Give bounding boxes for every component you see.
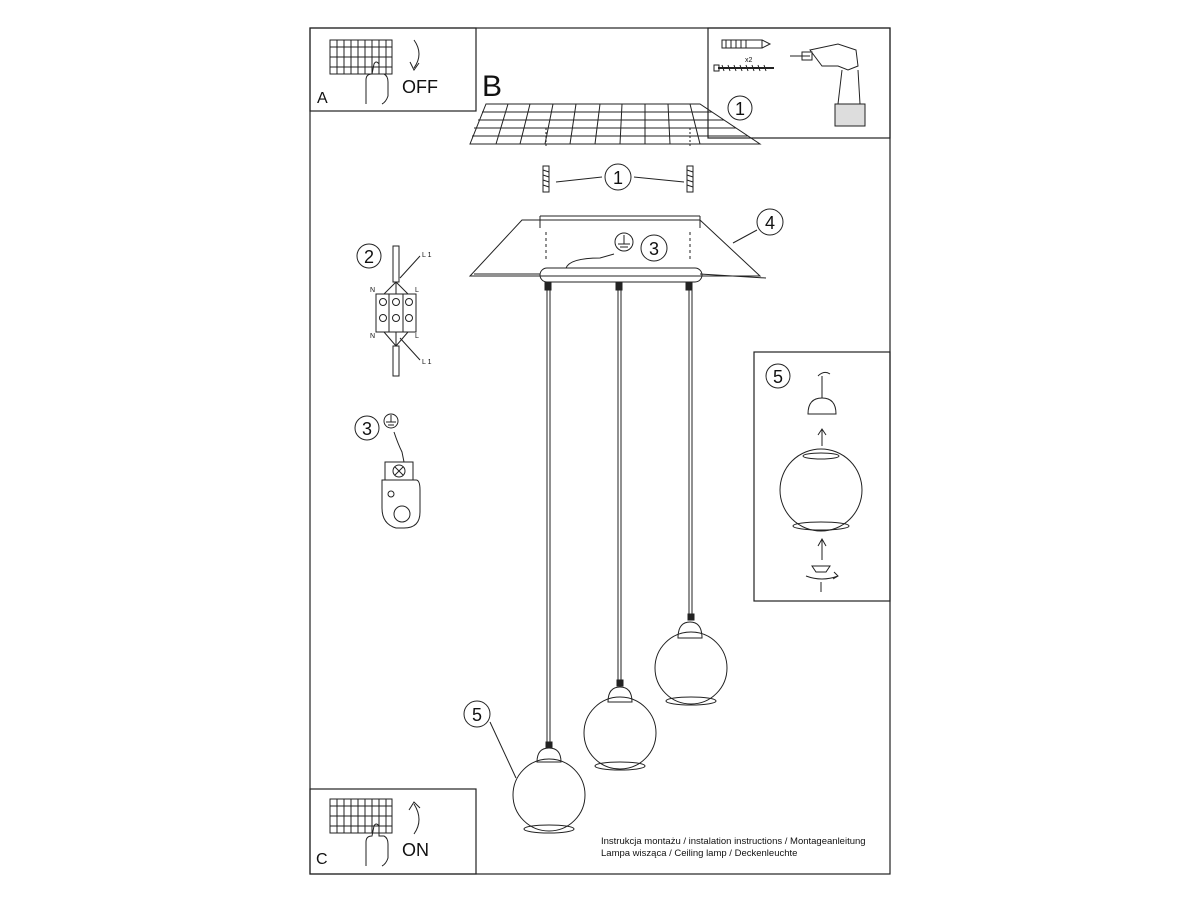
callout-circle [354,415,380,441]
callout-circle [604,163,632,191]
breaker-box-icon [329,39,393,75]
tools-callout: 1 [735,99,745,119]
leader-line [489,721,517,779]
wire-label-l: L [415,287,419,294]
panel-b-label: B [482,70,502,103]
sheet-frame [309,27,891,875]
arrow-up-icon [817,537,827,560]
caption-line-2: Lampa wisząca / Ceiling lamp / Deckenleu… [601,848,798,859]
anchor-count: x2 [745,57,753,64]
wiring-callout: 2 [364,247,374,267]
rotate-arrow-icon [805,571,839,580]
callout-circle [356,243,382,269]
arrow-down-icon [409,39,420,71]
panel-c-label: C [316,851,328,868]
canopy-callout: 4 [765,213,775,233]
shade-assembly-panel: 5 [753,351,891,602]
hand-icon [365,61,389,105]
shade-detail-callout: 5 [773,367,783,387]
panel-c-state: ON [402,840,429,860]
panel-a-state: OFF [402,77,438,97]
panel-a-label: A [317,90,328,107]
screw-callout: 1 [613,168,623,188]
pendant-middle [583,281,657,771]
ground-callout: 3 [649,239,659,259]
ground-icon [383,413,399,429]
tools-panel: x2 1 [707,27,891,139]
wire-label-n: N [370,287,375,294]
panel-a: A OFF [309,27,477,112]
ceiling-tiles [469,103,762,145]
callout-circle [727,95,753,121]
breaker-box-icon [329,798,393,834]
screw-icon [713,64,774,72]
ground-detail-callout: 3 [362,419,372,439]
pendant-right [654,281,728,706]
hand-icon [365,823,389,867]
arrow-up-icon [408,801,421,835]
shade-callout: 5 [472,705,482,725]
wire-label-n: N [370,333,375,340]
ground-terminal-detail: 3 [354,413,421,529]
callout-circle [765,363,791,389]
callout-circle [640,234,668,262]
leader-line [732,229,758,244]
arrow-up-icon [817,428,827,446]
ground-icon [614,232,634,252]
ceiling-screws [542,128,694,193]
wiring-detail: 2 N L L 1 N L L 1 [356,243,432,377]
callout-circle [756,208,784,236]
wire-label-l1: L 1 [422,359,432,366]
pendant-left [512,281,586,834]
wire-label-l: L [415,333,419,340]
callout-circle [463,700,491,728]
caption: Instrukcja montażu / instalation instruc… [601,836,866,860]
panel-c: C ON [309,788,477,875]
caption-line-1: Instrukcja montażu / instalation instruc… [601,836,866,847]
wall-anchor-icon [721,39,772,49]
wire-label-l1: L 1 [422,252,432,259]
drill-icon [790,43,866,127]
canopy [468,215,767,283]
